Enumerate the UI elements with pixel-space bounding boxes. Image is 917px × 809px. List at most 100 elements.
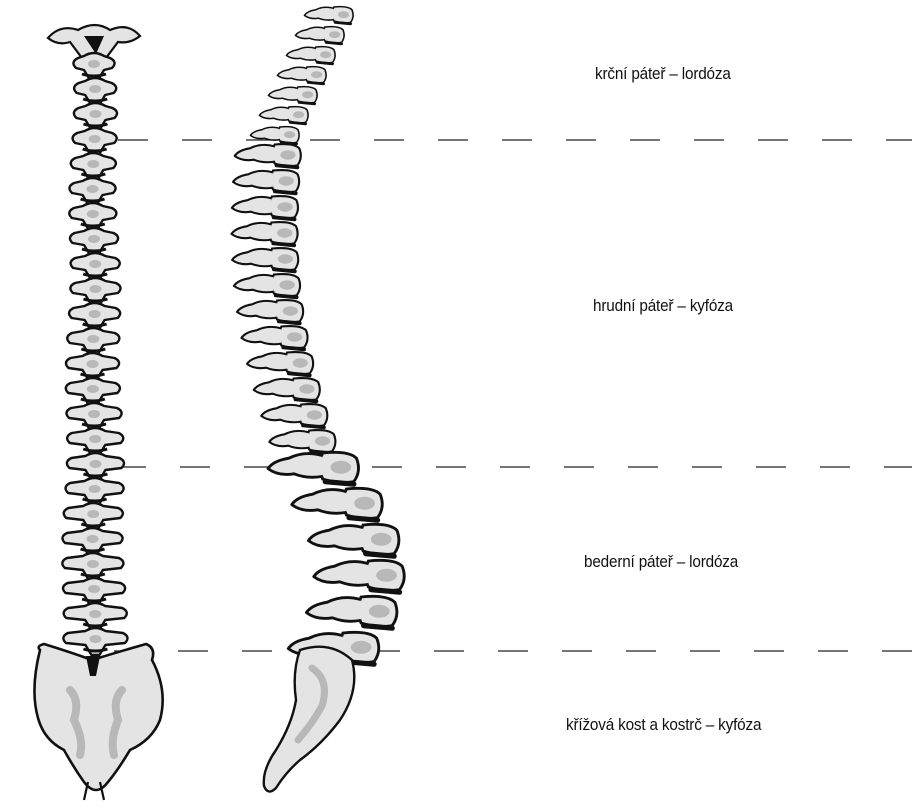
front-vertebra xyxy=(74,78,116,105)
spinous-process xyxy=(259,107,288,120)
vertebra-shade xyxy=(89,435,101,443)
spinous-process xyxy=(247,353,287,370)
spinous-process xyxy=(295,27,324,40)
intervertebral-disc xyxy=(283,347,304,349)
spinous-process xyxy=(233,171,273,188)
side-vertebra xyxy=(308,524,398,556)
vertebra-shade xyxy=(354,497,375,510)
vertebra-shade xyxy=(88,235,100,243)
vertebra-shade xyxy=(89,485,101,493)
vertebra-shade xyxy=(330,461,351,474)
side-vertebra xyxy=(286,47,335,64)
front-vertebra xyxy=(73,128,117,155)
spinous-process xyxy=(261,405,301,422)
front-vertebra xyxy=(70,228,118,255)
vertebra-shade xyxy=(89,635,101,643)
intervertebral-disc xyxy=(277,165,298,167)
vertebra-shade xyxy=(87,535,99,543)
intervertebral-disc xyxy=(274,217,295,219)
side-vertebra xyxy=(233,170,299,193)
side-vertebra xyxy=(269,430,335,453)
front-vertebra xyxy=(67,453,124,480)
intervertebral-disc xyxy=(274,269,295,271)
vertebra-shade xyxy=(87,335,99,343)
label-lumbar-lordosis: bederní páteř – lordóza xyxy=(584,552,738,572)
spinous-process xyxy=(254,379,294,396)
vertebra-shade xyxy=(89,85,101,93)
vertebra-shade xyxy=(87,185,99,193)
intervertebral-disc xyxy=(308,82,323,83)
vertebra-shade xyxy=(89,610,101,618)
vertebra-shade xyxy=(293,358,308,368)
spinous-process xyxy=(235,145,275,162)
side-vertebra xyxy=(292,488,382,520)
spinous-process xyxy=(268,87,297,100)
spinous-process xyxy=(286,47,315,60)
intervertebral-disc xyxy=(290,122,305,123)
intervertebral-disc xyxy=(335,22,350,23)
side-vertebra xyxy=(254,378,320,401)
front-vertebra xyxy=(74,103,117,130)
vertebra-shade xyxy=(87,360,99,368)
front-vertebra xyxy=(73,53,114,80)
vertebra-shade xyxy=(89,135,101,143)
vertebra-shade xyxy=(302,91,313,98)
region-dividers xyxy=(114,140,912,651)
label-sacrum-coccyx-kyphosis: křížová kost a kostrč – kyfóza xyxy=(566,715,761,735)
spinous-process xyxy=(304,7,333,20)
vertebra-shade xyxy=(320,51,331,58)
front-vertebra xyxy=(69,203,116,230)
side-vertebra xyxy=(314,560,404,592)
vertebra-shade xyxy=(89,460,101,468)
vertebra-shade xyxy=(287,332,302,342)
front-vertebra xyxy=(66,353,119,380)
side-vertebra xyxy=(232,196,298,219)
side-vertebra xyxy=(306,596,396,628)
sacrum-front xyxy=(34,644,162,790)
front-vertebra xyxy=(71,153,116,180)
vertebra-shade xyxy=(87,385,99,393)
vertebra-shade xyxy=(293,111,304,118)
front-vertebra xyxy=(70,278,120,305)
side-vertebra xyxy=(232,248,298,271)
side-vertebra xyxy=(231,222,297,245)
spine-side-view xyxy=(231,7,404,792)
spinous-process xyxy=(250,127,279,140)
vertebra-shade xyxy=(87,510,99,518)
intervertebral-disc xyxy=(349,518,378,521)
side-vertebra xyxy=(247,352,313,375)
spinous-process xyxy=(232,197,272,214)
vertebra-shade xyxy=(284,131,295,138)
intervertebral-disc xyxy=(317,62,332,63)
vertebra-shade xyxy=(88,585,100,593)
front-vertebra xyxy=(67,428,123,455)
intervertebral-disc xyxy=(303,425,324,427)
side-vertebra xyxy=(295,27,344,44)
vertebra-shade xyxy=(277,228,292,238)
vertebra-shade xyxy=(369,605,390,618)
vertebra-shade xyxy=(315,436,330,446)
spinous-process xyxy=(292,490,347,514)
vertebra-shade xyxy=(280,280,295,290)
spinous-process xyxy=(314,562,369,586)
vertebra-shade xyxy=(278,254,293,264)
front-vertebra xyxy=(71,253,120,280)
vertebra-shade xyxy=(338,11,349,18)
vertebra-shade xyxy=(88,60,100,68)
spinous-process xyxy=(237,301,277,318)
intervertebral-disc xyxy=(273,243,294,245)
intervertebral-disc xyxy=(371,590,400,593)
vertebra-shade xyxy=(280,150,295,160)
intervertebral-disc xyxy=(275,191,296,193)
vertebra-shade xyxy=(89,310,101,318)
side-vertebra xyxy=(268,87,317,104)
label-cervical-lordosis: krční páteř – lordóza xyxy=(595,64,731,84)
intervertebral-disc xyxy=(325,482,354,485)
vertebra-shade xyxy=(371,533,392,546)
vertebra-shade xyxy=(87,560,99,568)
vertebra-shade xyxy=(299,384,314,394)
intervertebral-disc xyxy=(289,373,310,375)
front-vertebra xyxy=(64,503,123,530)
vertebra-shade xyxy=(87,210,99,218)
spinous-process xyxy=(277,67,306,80)
